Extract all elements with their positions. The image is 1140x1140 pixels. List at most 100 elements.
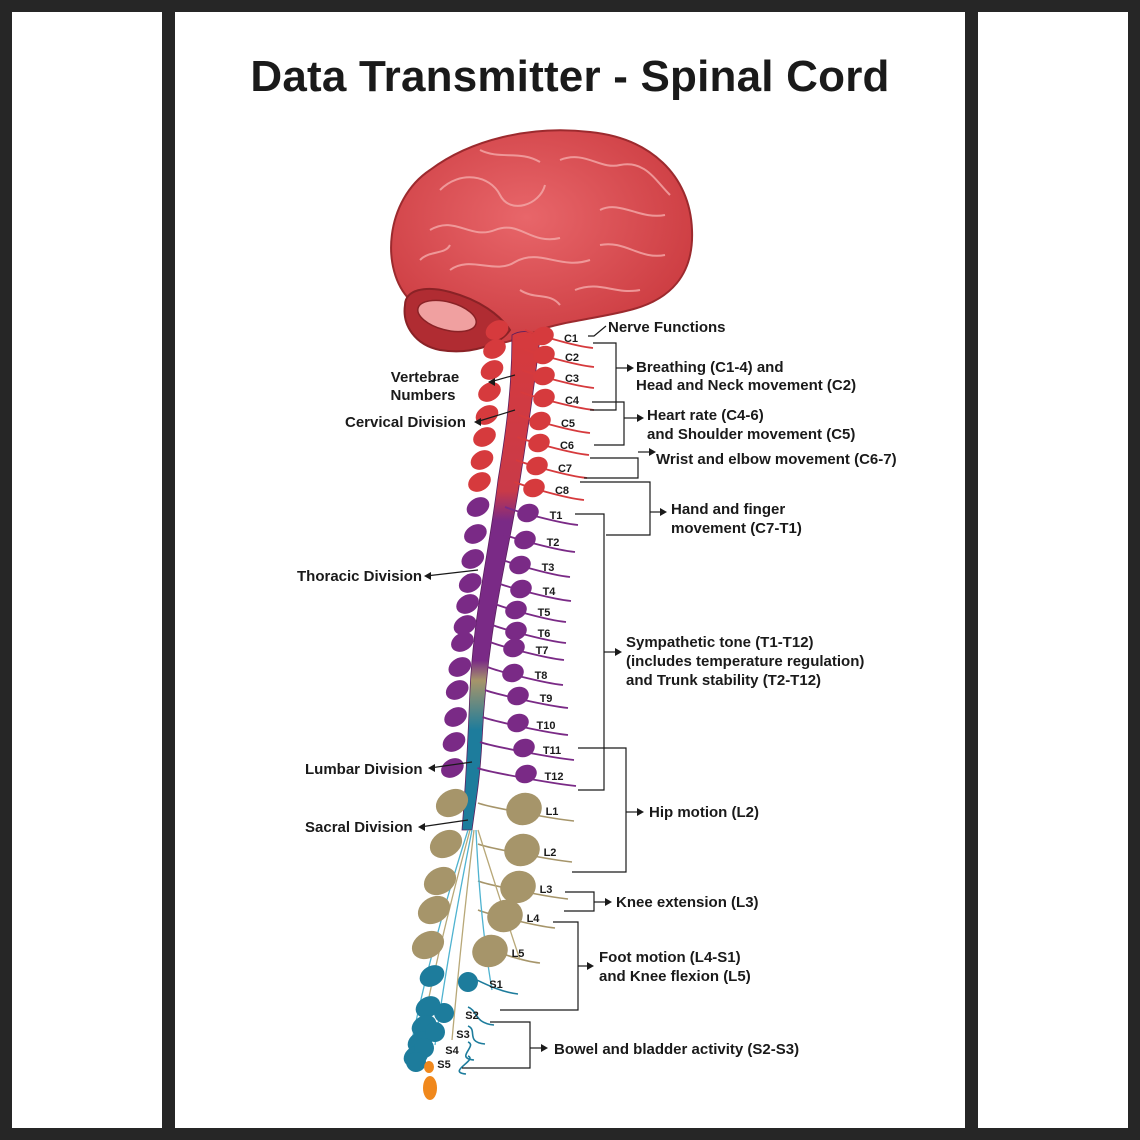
left-border-panel [12,12,162,1128]
nerve-root-c6 [517,436,590,456]
vertebra-right-c6 [528,433,550,453]
nerve-root-c1 [524,329,594,349]
segment-label-t3: T3 [542,562,555,574]
vertebra-right-l2 [504,833,540,867]
vertebra-left-t9 [445,680,469,700]
nerve-functions-connector [588,325,607,337]
segment-label-t9: T9 [540,693,553,705]
vertebra-right-c4 [533,388,555,408]
lumbar-division-arrowhead [428,764,435,772]
segment-label-c6: C6 [560,440,574,452]
vertebra-right-t1 [517,503,539,523]
segment-label-t2: T2 [547,537,560,549]
vertebra-left-t12 [441,758,464,778]
sacral-division-arrowhead [418,823,425,831]
knee-extension-arrowhead [605,898,612,906]
vertebra-left-l5 [411,930,445,960]
nerve-root-c2 [523,348,595,368]
segment-label-t12: T12 [545,771,564,783]
segment-label-l3: L3 [540,884,553,896]
vertebra-right-t5 [505,600,527,620]
vertebra-left-t1 [466,497,490,517]
vertebra-left-l1 [435,788,469,818]
segment-label-t11: T11 [543,745,561,757]
segment-label-l2: L2 [544,847,557,859]
vertebra-left-t10 [444,707,467,727]
sympathetic-arrowhead [615,648,622,656]
nerve-root-s2 [467,1006,495,1026]
bowel-arrowhead [541,1044,548,1052]
vertebra-left-c8 [468,472,491,492]
hip-label: Hip motion (L2) [649,804,759,821]
sympathetic-label-line2: (includes temperature regulation) [626,653,864,670]
foot-arrowhead [587,962,594,970]
vertebra-left-t4 [458,573,482,593]
vertebra-right-s3 [425,1022,445,1042]
cervical-division-arrowhead [474,418,481,426]
hip-bracket [572,747,627,873]
sympathetic-label-line1: Sympathetic tone (T1-T12) [626,634,814,651]
vertebra-right-c7 [526,456,548,476]
vertebra-right-t4 [510,579,532,599]
nerve-root-c3 [521,369,595,389]
cervical-division-label: Cervical Division [345,414,466,431]
hand-arrowhead [660,508,667,516]
segment-label-c8: C8 [555,485,569,497]
nerve-root-c8 [514,481,585,501]
vertebra-left-c4 [478,382,501,402]
vertebra-right-t7 [503,638,525,658]
nerve-root-t5 [494,603,567,623]
segment-label-t6: T6 [538,628,551,640]
vertebra-right-s2 [434,1003,454,1023]
segment-label-t8: T8 [535,670,548,682]
breathing-bracket [590,342,617,411]
segment-label-t4: T4 [543,586,557,598]
segment-label-l4: L4 [527,913,541,925]
segment-label-c5: C5 [561,418,575,430]
hand-bracket [580,481,651,536]
segment-label-t10: T10 [537,720,556,732]
vertebra-right-c1 [532,326,554,346]
spinal-cord [461,331,541,831]
vertebra-left-l2 [429,829,463,859]
vertebra-right-c8 [523,478,545,498]
heart-rate-label-line1: Heart rate (C4-6) [647,407,764,424]
segment-label-s4: S4 [445,1045,459,1057]
heart-rate-label-line2: and Shoulder movement (C5) [647,426,855,443]
bowel-bracket [462,1021,531,1069]
segment-label-s1: S1 [489,979,502,991]
nerve-function-brackets: Nerve Functions Breathing (C1-4) and Hea… [462,319,897,1069]
vertebra-right-c3 [533,366,555,386]
vertebra-left-c7 [470,450,494,470]
vertebra-right-c2 [533,345,555,365]
coccyx-tip [424,1061,434,1073]
vertebra-right-t11 [513,738,535,758]
segment-label-c1: C1 [564,333,578,345]
vertebra-left-c1 [485,320,509,340]
cauda-equina-strand [477,829,521,961]
vertebra-right-l1 [506,792,542,826]
wrist-arrowhead [649,448,656,456]
division-labels: Vertebrae Numbers Cervical Division Thor… [297,369,516,836]
vertebra-right-t6 [505,621,527,641]
wrist-label: Wrist and elbow movement (C6-7) [656,451,897,468]
vertebra-right-t3 [509,555,531,575]
nerve-root-t8 [487,666,564,686]
vertebra-left-l4 [417,895,451,925]
nerve-root-s5 [458,1055,471,1075]
coccyx-bone [423,1076,437,1100]
vertebra-left-l3 [423,866,457,896]
segment-label-s5: S5 [437,1059,450,1071]
segment-label-t7: T7 [536,645,549,657]
vertebrae-numbers-arrowhead [488,378,495,386]
segment-label-l1: L1 [546,806,559,818]
vertebra-left-t5 [456,594,479,614]
nerve-root-t3 [499,558,571,578]
vertebra-right-l4 [487,899,523,933]
nerve-root-c7 [515,459,588,479]
hip-arrowhead [637,808,644,816]
heart-rate-bracket [592,401,625,446]
brain-illustration [390,129,694,353]
breathing-arrowhead [627,364,634,372]
